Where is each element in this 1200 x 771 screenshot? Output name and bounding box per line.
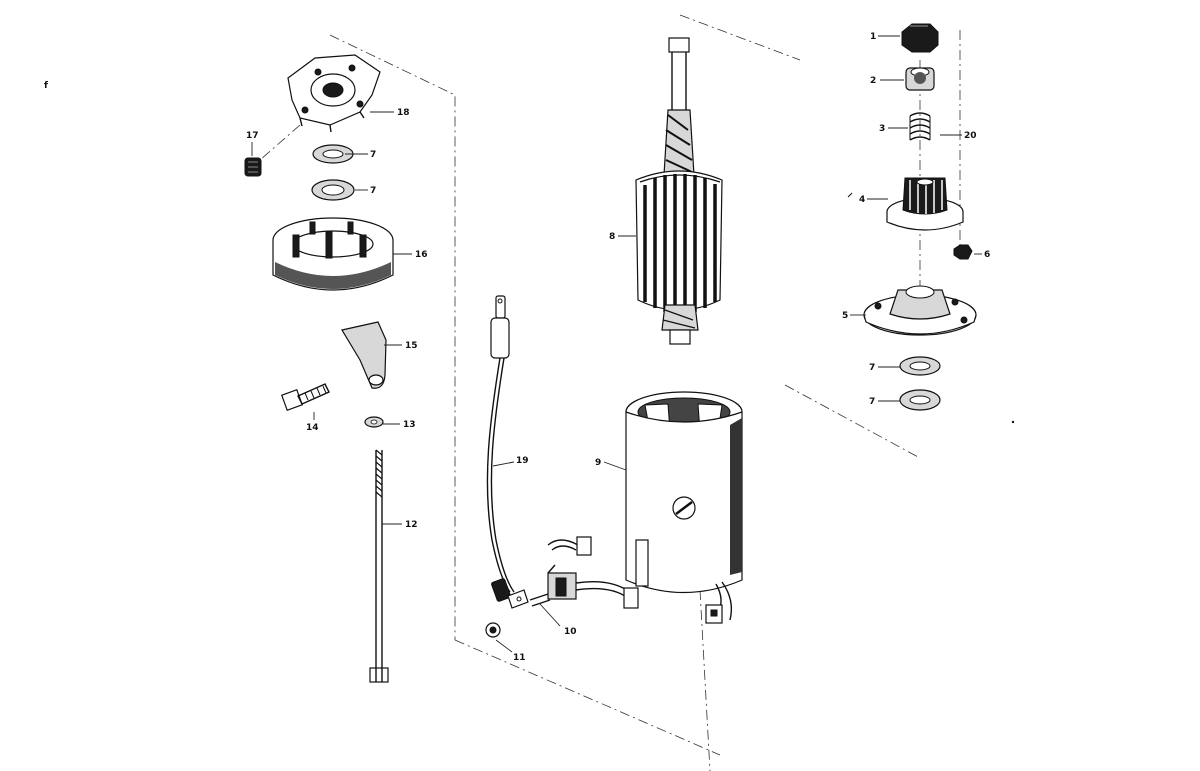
label-part-12: 12: [405, 520, 418, 530]
label-part-18: 18: [397, 108, 410, 118]
label-part-6: 6: [984, 250, 990, 260]
label-part-4: 4: [859, 195, 865, 205]
label-part-15: 15: [405, 341, 418, 351]
label-part-3: 3: [879, 124, 885, 134]
part-7-washer-lower-left: [311, 179, 355, 201]
label-part-5: 5: [842, 311, 848, 321]
assembly-guide-lines: [259, 14, 961, 771]
label-part-1: 1: [870, 32, 876, 42]
part-7-washer-upper-left: [312, 144, 354, 164]
label-part-16: 16: [415, 250, 428, 260]
part-5-end-cap: [863, 285, 977, 336]
part-6-nut: [953, 244, 973, 260]
label-part-7-upper-right: 7: [869, 363, 875, 373]
stray-tick-mark: [847, 192, 853, 198]
part-4-drive-pinion: [886, 177, 964, 231]
part-14-bolt: [280, 383, 330, 412]
label-part-19: 19: [516, 456, 529, 466]
part-12-through-bolt: [369, 449, 389, 683]
part-3-spring: [909, 112, 931, 141]
part-19-cable: [486, 295, 529, 609]
part-7-washer-upper-right: [899, 356, 941, 376]
label-part-7-lower-left: 7: [370, 186, 376, 196]
part-8-armature: [635, 37, 723, 345]
part-15-terminal-bracket: [341, 321, 387, 389]
part-13-lock-washer: [364, 416, 384, 428]
part-17-nut: [244, 157, 262, 177]
label-part-14: 14: [306, 423, 319, 433]
part-2-sleeve: [905, 67, 935, 91]
label-part-11: 11: [513, 653, 526, 663]
leader-lines: [251, 35, 982, 653]
part-10-brush-holder: [529, 536, 639, 609]
label-part-9: 9: [595, 458, 601, 468]
part-18-end-plate: [287, 54, 381, 133]
label-part-7-lower-right: 7: [869, 397, 875, 407]
stray-dot: [1011, 420, 1015, 424]
part-1-hex-nut: [901, 23, 939, 53]
label-part-13: 13: [403, 420, 416, 430]
part-16-field-ring: [272, 217, 394, 291]
label-part-17: 17: [246, 131, 259, 141]
label-part-7-upper-left: 7: [370, 150, 376, 160]
label-part-2: 2: [870, 76, 876, 86]
part-labels: 1 2 3 4 5 6 7 7 7 7 8 9 10 11 12 13 14 1…: [246, 32, 990, 663]
label-part-10: 10: [564, 627, 577, 637]
label-part-20: 20: [964, 131, 977, 141]
label-part-8: 8: [609, 232, 615, 242]
part-7-washer-lower-right: [899, 389, 941, 411]
stray-mark: f: [44, 81, 48, 91]
part-11-nut: [485, 622, 501, 638]
part-9-field-housing: [625, 391, 743, 624]
